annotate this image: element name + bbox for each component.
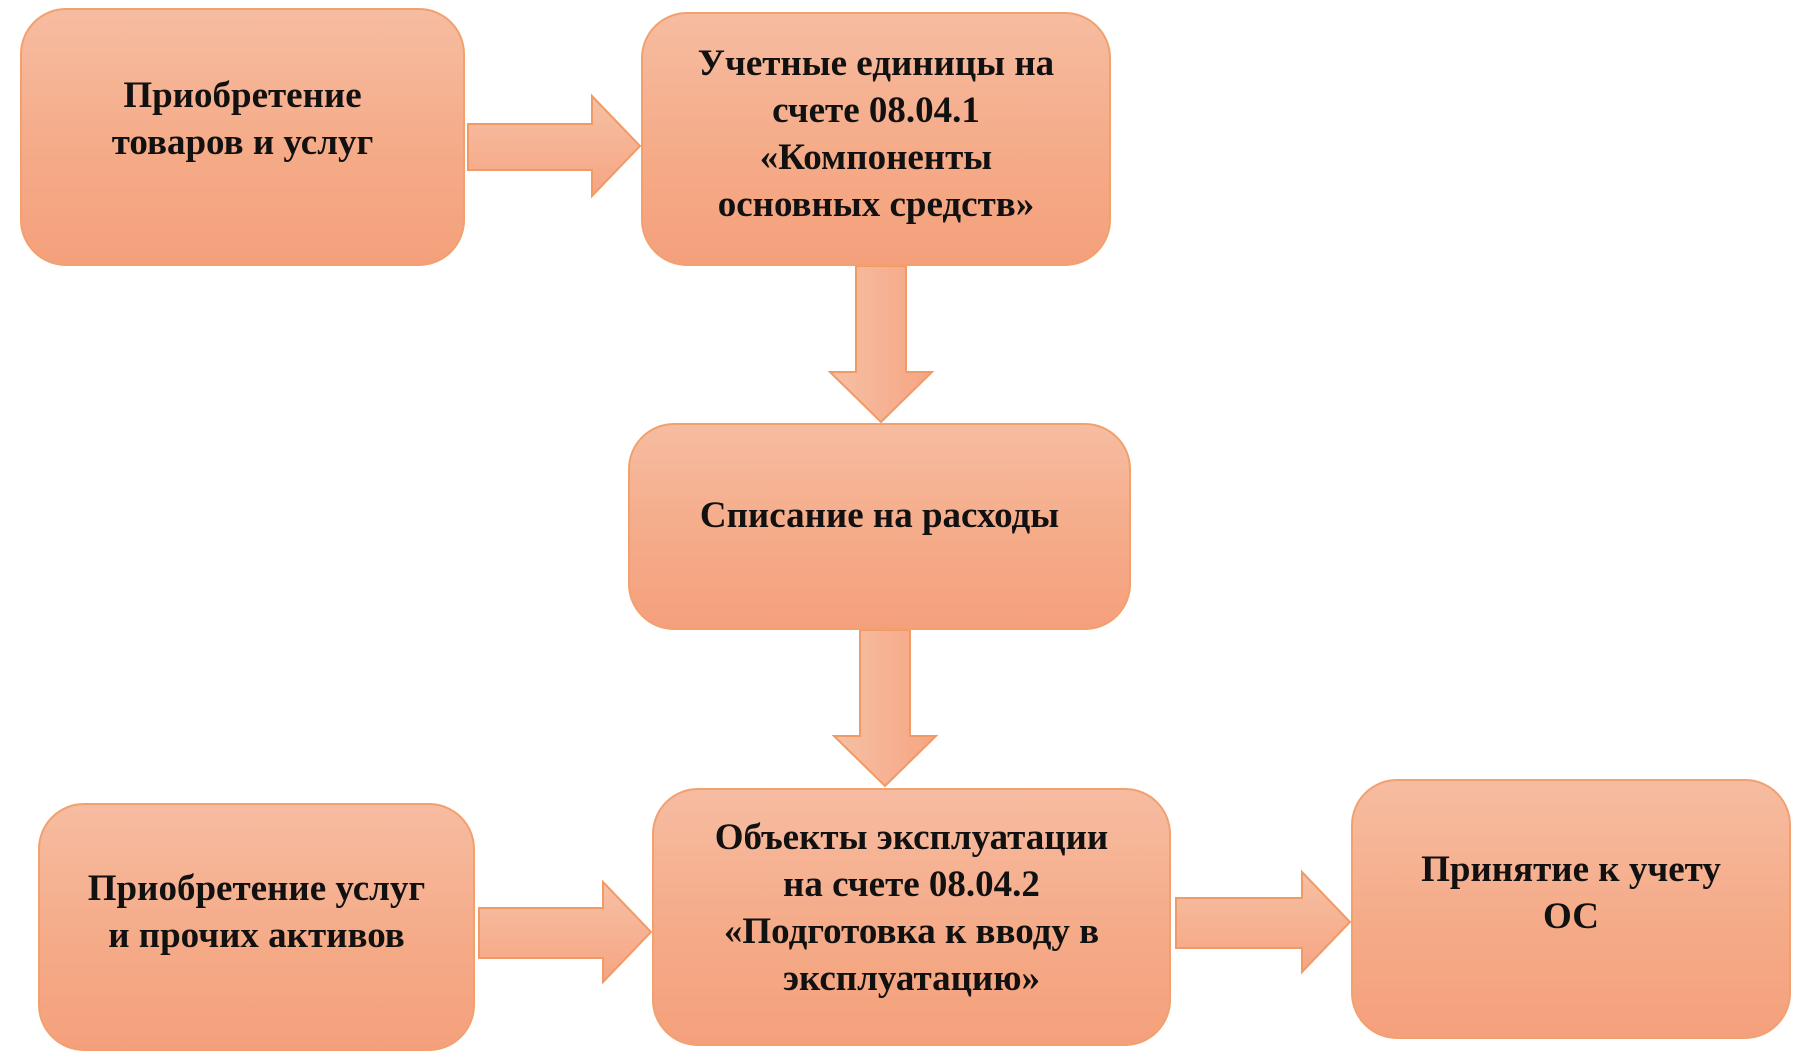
arrow-down-1	[827, 265, 935, 424]
node-accept-fixed-assets-label: Принятие к учету ОС	[1421, 849, 1721, 937]
node-account-08-04-1-label: Учетные единицы на счете 08.04.1 «Компон…	[697, 43, 1055, 225]
node-write-off-label: Списание на расходы	[699, 495, 1060, 536]
node-purchase-goods-label: Приобретение товаров и услуг	[111, 75, 374, 163]
arrow-down-2	[831, 629, 939, 788]
node-account-08-04-2: Объекты эксплуатации на счете 08.04.2 «П…	[652, 788, 1171, 1046]
node-purchase-services: Приобретение услуг и прочих активов	[38, 803, 475, 1051]
node-write-off: Списание на расходы	[628, 423, 1131, 630]
node-account-08-04-2-label: Объекты эксплуатации на счете 08.04.2 «П…	[714, 817, 1109, 999]
node-accept-fixed-assets: Принятие к учету ОС	[1351, 779, 1791, 1039]
arrow-right-2	[478, 879, 653, 985]
node-purchase-services-label: Приобретение услуг и прочих активов	[87, 868, 426, 956]
arrow-right-1	[467, 93, 642, 199]
node-purchase-goods: Приобретение товаров и услуг	[20, 8, 465, 266]
arrow-right-3	[1175, 869, 1352, 975]
node-account-08-04-1: Учетные единицы на счете 08.04.1 «Компон…	[641, 12, 1111, 266]
